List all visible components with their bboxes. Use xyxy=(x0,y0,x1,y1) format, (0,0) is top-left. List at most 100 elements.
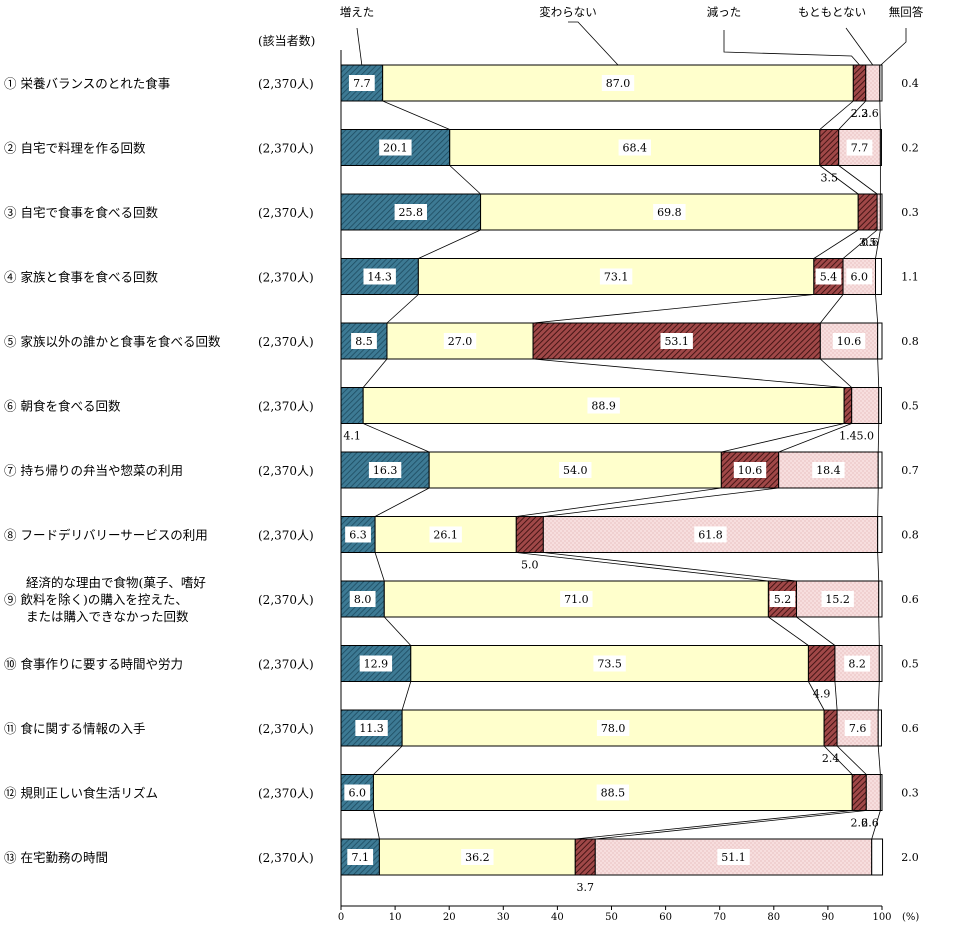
value-label-bg xyxy=(596,784,630,801)
value-label-bg xyxy=(429,526,462,543)
legend-label: もともとない xyxy=(798,5,866,19)
value-label: 0.6 xyxy=(901,593,919,606)
category-label: ⑥ 朝食を食べる回数 xyxy=(4,399,121,414)
value-label: 78.0 xyxy=(601,722,626,735)
value-label-bg xyxy=(694,526,727,543)
x-tick-label: 40 xyxy=(551,912,564,923)
value-label: 4.1 xyxy=(343,430,361,443)
bar-segment xyxy=(851,774,867,811)
bar-segment xyxy=(574,838,596,876)
value-label-bg xyxy=(815,268,842,285)
value-label: 88.5 xyxy=(601,787,626,800)
respondent-count: (2,370人) xyxy=(258,658,314,672)
legend-label: 増えた xyxy=(340,5,375,19)
category-label: ② 自宅で料理を作る回数 xyxy=(4,141,146,156)
value-label: 4.9 xyxy=(813,688,831,701)
connector-line xyxy=(834,681,838,711)
value-label: 0.8 xyxy=(901,335,919,348)
value-label: 20.1 xyxy=(383,142,408,155)
category-label: ⑩ 食事作りに要する時間や労力 xyxy=(4,657,183,672)
connector-line xyxy=(836,745,867,775)
value-label: 0.3 xyxy=(901,206,919,219)
connector-line xyxy=(373,810,380,840)
bar-segment xyxy=(865,774,881,811)
value-label: 27.0 xyxy=(448,335,473,348)
legend-leader xyxy=(356,27,363,66)
category-label: ⑦ 持ち帰りの弁当や惣菜の利用 xyxy=(4,463,183,478)
value-label: 8.2 xyxy=(848,658,866,671)
value-label: 51.1 xyxy=(721,851,746,864)
respondent-count: (2,370人) xyxy=(258,271,314,285)
value-label-bg xyxy=(348,75,375,91)
value-label-bg xyxy=(368,462,402,478)
category-label-line: ⑨ 飲料を除く)の購入を控えた、 xyxy=(4,592,188,607)
bar-segment xyxy=(807,645,836,682)
value-label: 0.5 xyxy=(901,658,919,671)
connector-line xyxy=(533,358,845,388)
bar-segment xyxy=(851,387,880,424)
unit-label: (%) xyxy=(902,912,919,923)
bar-segment xyxy=(865,64,881,102)
bar-segment xyxy=(852,64,867,102)
value-label: 53.1 xyxy=(664,335,689,348)
bar-segment xyxy=(857,193,878,231)
value-label: 14.3 xyxy=(367,271,392,284)
connector-line xyxy=(819,100,854,130)
bar-segment xyxy=(879,129,882,166)
value-label: 3.7 xyxy=(577,881,595,894)
category-label: ⑤ 家族以外の誰かと食事を食べる回数 xyxy=(4,334,221,349)
bar-segment xyxy=(875,258,882,295)
connector-line xyxy=(449,165,481,195)
value-label-bg xyxy=(844,655,871,672)
bar-segment xyxy=(878,645,883,682)
bar-segment xyxy=(879,64,883,102)
bar-segment xyxy=(340,387,364,424)
category-label: ① 栄養バランスのとれた食事 xyxy=(4,76,170,91)
value-label-bg xyxy=(345,526,371,543)
bar-segment xyxy=(871,838,884,876)
category-labels: ① 栄養バランスのとれた食事 (2,370人) ② 自宅で料理を作る回数 (2,370… xyxy=(4,76,314,865)
value-label: 3.5 xyxy=(821,172,839,185)
value-label-bg xyxy=(769,591,796,607)
value-label-bg xyxy=(443,333,477,349)
value-label: 1.1 xyxy=(901,271,919,284)
connector-line xyxy=(877,423,880,453)
connector-line xyxy=(877,358,880,388)
connector-line xyxy=(796,616,836,646)
value-label: 0.6 xyxy=(901,722,919,735)
connector-line xyxy=(877,552,880,582)
value-label-bg xyxy=(355,720,388,736)
x-tick-label: 10 xyxy=(389,912,402,923)
respondent-count: (2,370人) xyxy=(258,722,314,736)
value-label-bg xyxy=(347,849,374,865)
value-label: 18.4 xyxy=(816,464,841,477)
connector-line xyxy=(808,681,825,711)
value-label-bg xyxy=(653,204,686,220)
value-label-bg xyxy=(717,849,750,865)
respondent-count: (2,370人) xyxy=(258,142,314,156)
value-label: 12.9 xyxy=(364,658,389,671)
bar-segment xyxy=(879,193,883,231)
value-label-bg xyxy=(733,462,767,478)
bar-segment xyxy=(449,129,821,166)
x-tick-label: 20 xyxy=(443,912,456,923)
x-tick-label: 30 xyxy=(497,912,510,923)
x-tick-label: 0 xyxy=(338,912,344,923)
bar-segment xyxy=(515,516,544,553)
legend-label: 減った xyxy=(707,5,742,19)
connector-line xyxy=(516,487,722,517)
value-label: 11.3 xyxy=(359,722,384,735)
value-label: 87.0 xyxy=(606,77,631,90)
value-label-bg xyxy=(618,139,651,156)
value-label: 5.2 xyxy=(774,593,792,606)
value-label-bg xyxy=(461,849,494,865)
connector-line xyxy=(383,616,412,646)
connector-line xyxy=(595,810,867,840)
value-label-bg xyxy=(599,268,633,285)
respondent-count: (2,370人) xyxy=(258,400,314,414)
bar-segment xyxy=(819,129,840,166)
connector-line xyxy=(877,487,879,517)
value-label: 0.5 xyxy=(901,400,919,413)
